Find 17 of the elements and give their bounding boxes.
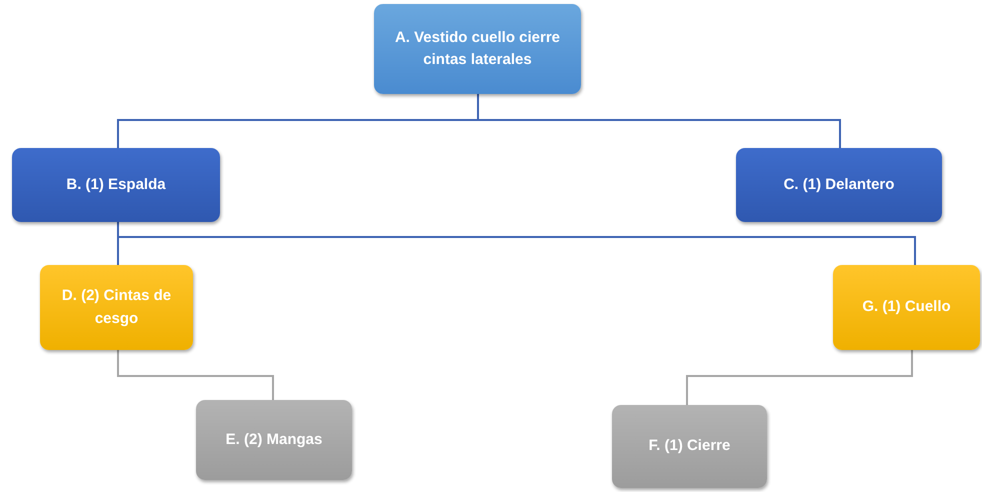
box-label: D. (2) Cintas de cesgo	[60, 286, 172, 328]
box-label: C. (1) Delantero	[784, 174, 894, 195]
connector-line	[117, 350, 274, 400]
connector-line	[686, 350, 913, 405]
box-label: E. (2) Mangas	[226, 430, 322, 450]
box-label: F. (1) Cierre	[648, 436, 730, 456]
process-box	[612, 405, 767, 488]
process-box	[196, 400, 352, 480]
process-box	[736, 148, 942, 222]
process-box	[833, 265, 980, 350]
box-label: G. (1) Cuello	[862, 297, 951, 318]
box-label: B. (1) Espalda	[66, 174, 166, 195]
process-box	[40, 265, 193, 350]
process-box	[12, 148, 220, 222]
connector-line	[477, 94, 841, 148]
box-label: A. Vestido cuello cierre cintas laterales	[394, 28, 562, 70]
process-box	[374, 4, 581, 94]
